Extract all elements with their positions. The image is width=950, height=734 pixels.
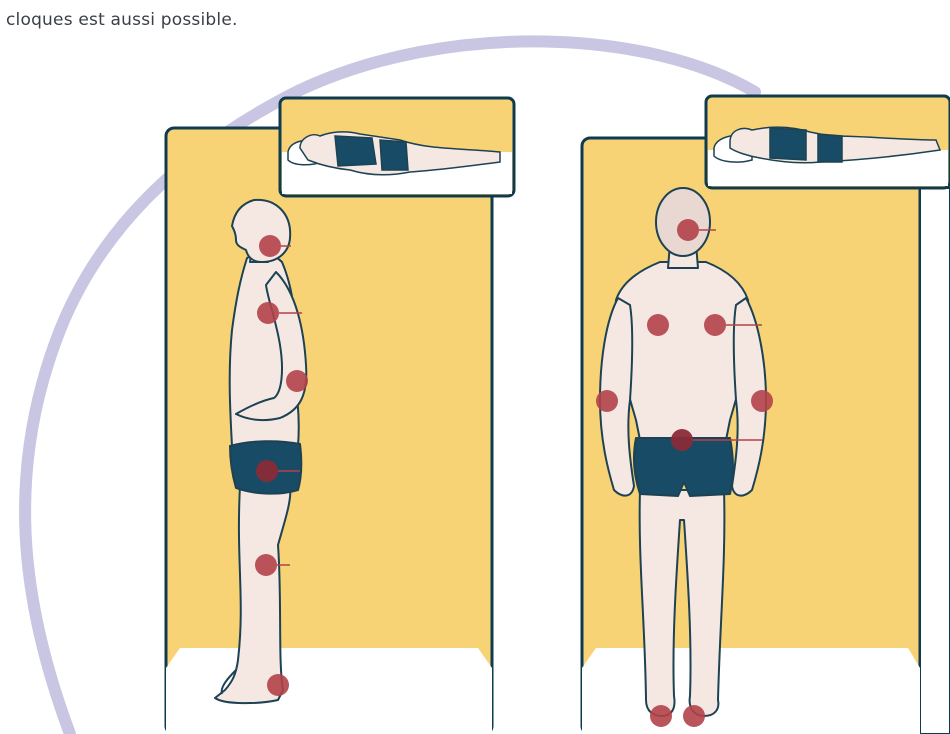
side-view-panel (166, 98, 514, 734)
side-lying-inset (280, 98, 514, 196)
back-view-mattress (582, 648, 920, 734)
pressure-point-head (259, 235, 281, 257)
side-view-frame (166, 128, 492, 734)
pressure-point-head (677, 219, 699, 241)
back-lying-inset (706, 96, 950, 188)
pressure-point-sacrum (671, 429, 693, 451)
pressure-point-right-shoulder-blade (704, 314, 726, 336)
back-view-panel (582, 96, 950, 734)
pressure-point-shoulder (257, 302, 279, 324)
pressure-point-left-shoulder-blade (647, 314, 669, 336)
side-view-mattress (166, 648, 492, 734)
pressure-point-right-elbow (751, 390, 773, 412)
pressure-point-elbow (286, 370, 308, 392)
pressure-point-hip (256, 460, 278, 482)
pressure-point-left-heel (650, 705, 672, 727)
pressure-point-heel (267, 674, 289, 696)
pressure-point-right-heel (683, 705, 705, 727)
pressure-point-knee (255, 554, 277, 576)
pressure-point-left-elbow (596, 390, 618, 412)
